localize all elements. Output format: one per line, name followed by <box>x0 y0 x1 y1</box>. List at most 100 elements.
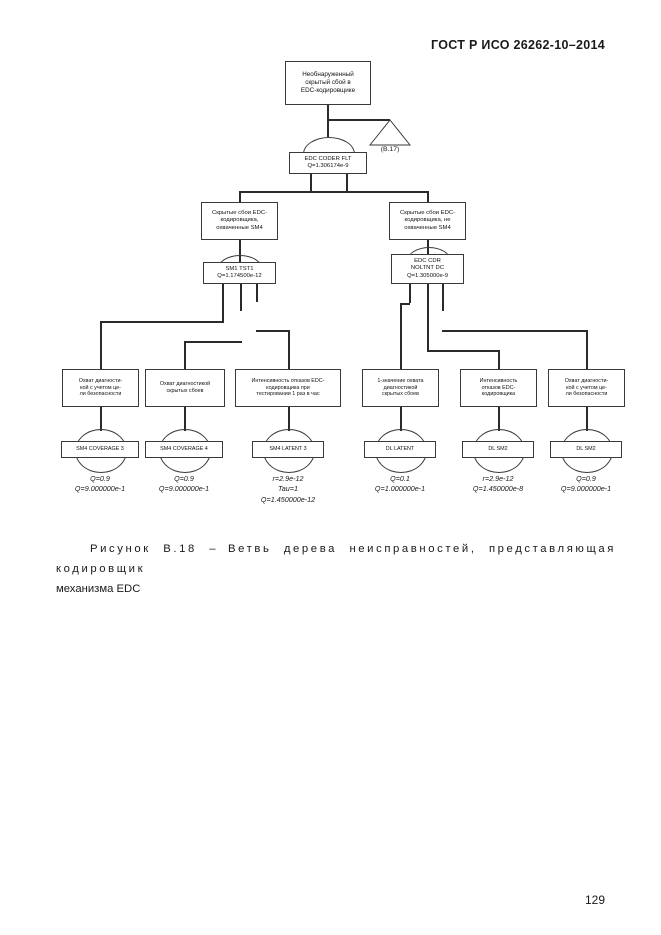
basic-event-5-name: DL SM2 <box>488 446 508 453</box>
description-box-1: Охват диагности- кой с учетом це- ли без… <box>62 369 139 407</box>
figure-caption-dash: – <box>209 543 216 555</box>
gate-sm1-tst1-value: Q=1.174500e-12 <box>217 273 262 279</box>
basic-event-2-name: SM4 COVERAGE 4 <box>160 446 208 453</box>
connector-desc-5-to-circle <box>498 407 500 431</box>
connector-right-drop-4 <box>400 303 402 369</box>
basic-event-3-p2: Tau=1 <box>278 484 298 494</box>
description-6-line1: Охват диагности- <box>564 378 609 385</box>
basic-event-params-1: Q=0.9 Q=9.000000e-1 <box>40 474 160 495</box>
description-6-line2: кой с учетом це- <box>566 384 607 391</box>
connector-to-intermediate-left <box>239 191 241 202</box>
fault-tree-figure: Необнаруженный скрытый сбой в EDC-кодиро… <box>40 61 625 505</box>
basic-event-3-name: SM4 LATENT 3 <box>269 446 307 453</box>
description-box-3: Интенсивность отказов EDC- кодировщика п… <box>235 369 341 407</box>
transfer-triangle-label: (B.17) <box>380 146 400 153</box>
description-5-line1: Интенсивность <box>479 378 518 385</box>
connector-right-bus-5 <box>427 350 499 352</box>
basic-event-params-2: Q=0.9 Q=9.000000e-1 <box>124 474 244 495</box>
connector-left-drop-2 <box>184 341 186 369</box>
description-4-line2: диагностикой <box>383 384 418 391</box>
connector-desc-4-to-circle <box>400 407 402 431</box>
description-5-line3: кодировщика <box>481 391 516 398</box>
gate-edc-cdr-line2: NOLTNT DC <box>410 265 445 272</box>
connector-right-drop-6 <box>586 330 588 369</box>
basic-event-params-4: Q=0.1 Q=1.000000e-1 <box>340 474 460 495</box>
description-3-line1: Интенсивность отказов EDC- <box>251 378 325 385</box>
description-1-line3: ли безопасности <box>79 391 122 398</box>
connector-top-event <box>327 105 329 137</box>
basic-event-6-p2: Q=9.000000e-1 <box>560 484 612 494</box>
description-1-line1: Охват диагности- <box>78 378 123 385</box>
description-box-6: Охват диагности- кой с учетом це- ли без… <box>548 369 625 407</box>
intermediate-right-line2: кодировщика, не <box>404 217 451 224</box>
intermediate-right-line1: Скрытые сбои EDC- <box>399 210 456 217</box>
description-4-line3: скрытых сбоев <box>381 391 420 398</box>
top-event-line1: Необнаруженный <box>302 71 354 79</box>
basic-event-box-4: DL LATENT <box>364 441 436 458</box>
connector-left-bus-2 <box>184 341 242 343</box>
basic-event-5-p2: Q=1.450000e-8 <box>472 484 524 494</box>
intermediate-right-line3: охваченные SM4 <box>404 224 451 231</box>
figure-caption-text2: механизма EDC <box>56 582 141 595</box>
connector-transfer-horizontal <box>327 119 390 121</box>
connector-gate-top-out-right <box>346 174 348 192</box>
basic-event-box-5: DL SM2 <box>462 441 534 458</box>
description-3-line2: кодировщика при <box>266 384 310 391</box>
description-6-line3: ли безопасности <box>565 391 608 398</box>
top-event-line2: скрытый сбой в <box>305 79 351 87</box>
gate-edc-cdr-value: Q=1.305000e-9 <box>406 272 449 279</box>
basic-event-box-3: SM4 LATENT 3 <box>252 441 324 458</box>
intermediate-left-line2: кодировщика, <box>220 217 259 224</box>
description-1-line2: кой с учетом це- <box>80 384 121 391</box>
basic-event-4-p2: Q=1.000000e-1 <box>374 484 426 494</box>
connector-gate-top-bus <box>239 191 428 193</box>
basic-event-box-2: SM4 COVERAGE 4 <box>145 441 223 458</box>
intermediate-event-right: Скрытые сбои EDC- кодировщика, не охваче… <box>389 202 466 240</box>
basic-event-1-name: SM4 COVERAGE 3 <box>76 446 124 453</box>
basic-event-params-3: r=2.9e-12 Tau=1 Q=1.450000e-12 <box>228 474 348 505</box>
basic-event-5-p1: r=2.9e-12 <box>482 474 514 483</box>
figure-caption-text1: Ветвь дерева неисправностей, представляю… <box>56 543 616 575</box>
gate-edc-coder-flt-name: EDC CODER FLT <box>304 155 352 162</box>
connector-edccdr-out-b <box>427 284 429 350</box>
connector-right-bus-4 <box>400 303 410 305</box>
intermediate-event-left: Скрытые сбои EDC- кодировщика, охваченны… <box>201 202 278 240</box>
gate-edc-coder-flt: EDC CODER FLT Q=1.306174e-9 <box>289 152 367 174</box>
gate-edc-coder-flt-value: Q=1.306174e-9 <box>307 163 349 169</box>
connector-left-drop-3 <box>288 330 290 369</box>
connector-right-drop-5 <box>498 350 500 369</box>
basic-event-6-name: DL SM2 <box>576 446 596 453</box>
top-event-node: Необнаруженный скрытый сбой в EDC-кодиро… <box>285 61 371 105</box>
gate-edc-cdr-noltnt-dc: EDC CDR NOLTNT DC Q=1.305000e-9 <box>391 254 464 284</box>
description-box-4: 1-значение охвата диагностикой скрытых с… <box>362 369 439 407</box>
connector-desc-6-to-circle <box>586 407 588 431</box>
basic-event-box-1: SM4 COVERAGE 3 <box>61 441 139 458</box>
intermediate-left-line3: охваченные SM4 <box>216 224 263 231</box>
basic-event-2-p1: Q=0.9 <box>174 474 194 483</box>
description-box-5: Интенсивность отказов EDC- кодировщика <box>460 369 537 407</box>
gate-sm1-tst1: SM1 TST1 Q=1.174500e-12 <box>203 262 276 284</box>
basic-event-4-p1: Q=0.1 <box>390 474 410 483</box>
connector-sm1-out-b <box>240 284 242 311</box>
gate-sm1-tst1-name: SM1 TST1 <box>225 265 254 272</box>
description-3-line3: тестировании 1 раз в час <box>256 391 320 398</box>
connector-desc-2-to-circle <box>184 407 186 431</box>
connector-sm1-out-a <box>222 284 224 321</box>
description-5-line2: отказов EDC- <box>481 384 516 391</box>
connector-left-bus-3 <box>256 330 289 332</box>
description-2-line2: скрытых сбоев <box>166 388 204 394</box>
basic-event-6-p1: Q=0.9 <box>576 474 596 483</box>
standard-header: ГОСТ Р ИСО 26262-10–2014 <box>431 38 605 52</box>
transfer-triangle-icon <box>369 119 411 146</box>
connector-gate-top-out-left <box>310 174 312 192</box>
connector-edccdr-out-a <box>409 284 411 303</box>
connector-left-bus-1 <box>100 321 224 323</box>
basic-event-box-6: DL SM2 <box>550 441 622 458</box>
connector-left-drop-1 <box>100 321 102 369</box>
basic-event-1-p2: Q=9.000000e-1 <box>74 484 126 494</box>
description-box-2: Охват диагностикой скрытых сбоев <box>145 369 225 407</box>
figure-caption: Рисунок B.18 – Ветвь дерева неисправност… <box>56 540 616 599</box>
page-number: 129 <box>584 893 605 907</box>
connector-desc-1-to-circle <box>100 407 102 431</box>
